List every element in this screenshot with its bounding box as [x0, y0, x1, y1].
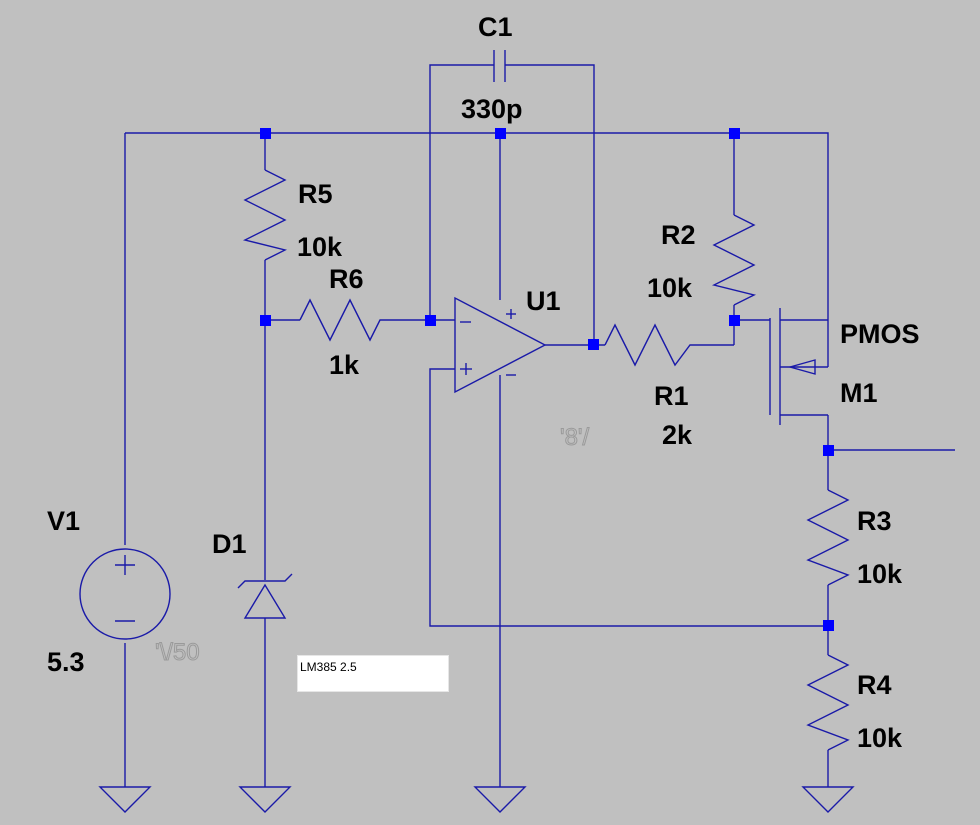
d1-faint-marking: '\/50	[155, 639, 200, 666]
u1-opamp	[454, 296, 547, 394]
r1-ref-label: R1	[654, 381, 689, 411]
node-top-r5	[260, 128, 271, 139]
r3-ref-label: R3	[857, 506, 892, 536]
r1-resistor	[604, 323, 734, 367]
r6-resistor	[299, 298, 395, 342]
node-top-u1	[495, 128, 506, 139]
m1-body-arrow	[787, 359, 816, 375]
v1-ground-icon	[98, 786, 152, 813]
r3-resistor	[806, 489, 850, 586]
node-r5-r6	[260, 315, 271, 326]
c1-ref-label: C1	[478, 12, 513, 42]
r5-value-label: 10k	[297, 232, 343, 262]
d1-zener-bar	[237, 573, 293, 589]
u1-faint-marking: '8'/	[560, 424, 590, 451]
r5-resistor	[242, 169, 288, 261]
r6-ref-label: R6	[329, 264, 364, 294]
model-note[interactable]: LM385 2.5	[297, 655, 449, 692]
r2-resistor	[711, 214, 757, 306]
m1-ref-label: M1	[840, 378, 878, 408]
d1-zener-diode	[243, 583, 287, 619]
r2-value-label: 10k	[647, 273, 693, 303]
u1-ref-label: U1	[526, 286, 561, 316]
node-inverting-input	[425, 315, 436, 326]
r4-resistor	[806, 654, 850, 751]
r4-value-label: 10k	[857, 723, 903, 753]
v1-source-symbol	[79, 548, 171, 640]
d1-ref-label: D1	[212, 529, 247, 559]
r4-ground-icon	[801, 786, 855, 813]
r2-ref-label: R2	[661, 220, 696, 250]
node-drain	[823, 445, 834, 456]
r1-value-label: 2k	[662, 420, 693, 450]
feedback-wire	[429, 368, 828, 627]
c1-right-wire	[505, 64, 595, 345]
m1-model-label: PMOS	[840, 319, 920, 349]
node-top-r2	[729, 128, 740, 139]
v1-ref-label: V1	[47, 506, 80, 536]
r4-ref-label: R4	[857, 670, 892, 700]
r5-ref-label: R5	[298, 179, 333, 209]
c1-value-label: 330p	[461, 94, 523, 124]
node-gate	[729, 315, 740, 326]
node-divider	[823, 620, 834, 631]
c1-left-wire	[429, 64, 494, 320]
r3-value-label: 10k	[857, 559, 903, 589]
node-u1-output	[588, 339, 599, 350]
d1-ground-icon	[238, 786, 292, 813]
v1-value-label: 5.3	[47, 647, 85, 677]
u1-ground-icon	[473, 786, 527, 813]
top-rail-wire	[125, 132, 829, 320]
r6-value-label: 1k	[329, 350, 360, 380]
